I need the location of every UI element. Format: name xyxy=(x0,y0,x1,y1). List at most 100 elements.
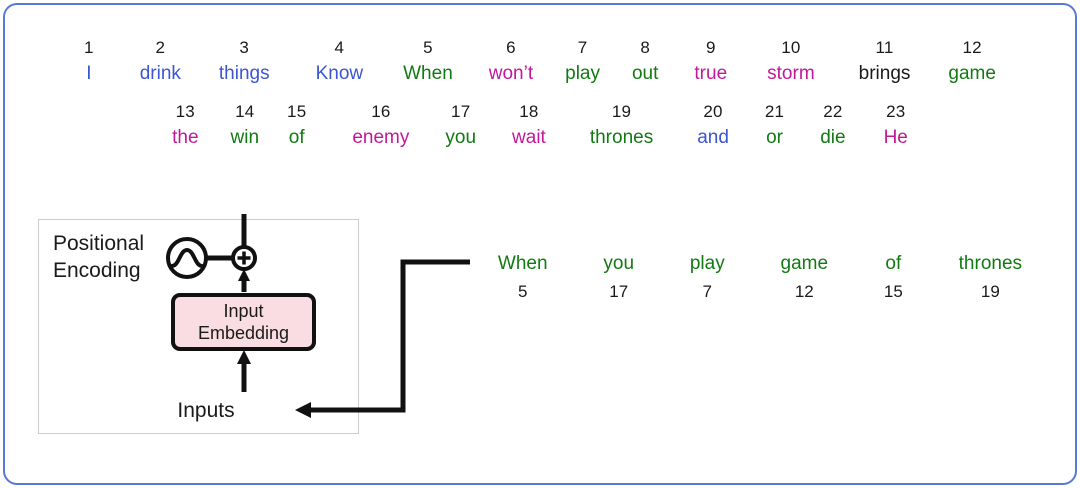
vocab-token-index: 23 xyxy=(886,102,906,121)
vocab-token-word: Know xyxy=(315,63,364,84)
vocab-token-index: 9 xyxy=(705,38,716,57)
sine-wave-circle-icon xyxy=(166,237,208,279)
vocab-token[interactable]: 20 and xyxy=(697,100,729,152)
vocab-token[interactable]: 13 the xyxy=(172,100,198,152)
vocab-token-word: enemy xyxy=(352,127,410,148)
sequence-token-index: 5 xyxy=(517,282,528,301)
vocab-token-index: 1 xyxy=(84,38,94,57)
sequence-token-word: of xyxy=(885,253,902,274)
vocab-token-word: storm xyxy=(767,63,815,84)
sequence-token[interactable]: game 12 xyxy=(781,250,829,306)
vocab-token-index: 14 xyxy=(235,102,255,121)
vocab-token[interactable]: 22 die xyxy=(820,100,845,152)
vocab-token-word: game xyxy=(948,63,996,84)
sequence-token-index: 15 xyxy=(883,282,903,301)
vocab-token-word: and xyxy=(697,127,729,148)
vocab-token[interactable]: 11 brings xyxy=(859,36,911,88)
sequence-token[interactable]: you 17 xyxy=(603,250,634,306)
diagram-graphics xyxy=(166,214,257,392)
vocab-token-index: 11 xyxy=(875,38,894,57)
vocab-token-word: wait xyxy=(512,127,546,148)
input-embedding-box: Input Embedding xyxy=(171,293,316,351)
vocab-token-word: thrones xyxy=(589,127,654,148)
selected-sequence: When 5 you 17 play 7 game 12 of 15 thrones 19 xyxy=(470,250,1050,306)
vocab-token-index: 4 xyxy=(334,38,345,57)
circle-plus-icon xyxy=(231,245,257,271)
vocab-token[interactable]: 7 play xyxy=(565,36,600,88)
sequence-token-word: play xyxy=(689,253,725,274)
sequence-token[interactable]: thrones 19 xyxy=(959,250,1022,306)
vocab-token[interactable]: 6 won’t xyxy=(489,36,533,88)
vocab-token-word: the xyxy=(172,127,199,148)
vocab-token-index: 21 xyxy=(764,102,785,121)
sequence-token-index: 12 xyxy=(794,282,814,301)
vocab-token[interactable]: 21 or xyxy=(765,100,784,152)
inputs-to-embedding-arrow xyxy=(237,350,251,392)
vocab-token-index: 7 xyxy=(577,38,588,57)
sequence-token-word: you xyxy=(603,253,635,274)
inputs-label: Inputs xyxy=(177,399,235,422)
vocab-token-index: 16 xyxy=(371,102,391,121)
vocab-token[interactable]: 3 things xyxy=(219,36,270,88)
vocab-token-word: When xyxy=(403,63,453,84)
vocab-token-word: die xyxy=(820,127,846,148)
vocab-token-index: 22 xyxy=(823,102,843,121)
vocab-token[interactable]: 14 win xyxy=(231,100,260,152)
sequence-token-word: thrones xyxy=(958,253,1023,274)
vocab-token-index: 8 xyxy=(640,38,651,57)
sequence-to-inputs-connector xyxy=(295,259,470,418)
vocab-token-word: true xyxy=(694,63,728,84)
vocab-token-index: 20 xyxy=(703,102,723,121)
positional-encoding-label: Positional Encoding xyxy=(53,232,145,282)
sequence-token[interactable]: of 15 xyxy=(884,250,903,306)
transformer-input-panel: Positional Encoding Input Embedding Inpu… xyxy=(38,214,359,434)
vocab-token-index: 13 xyxy=(175,102,195,121)
sequence-token[interactable]: When 5 xyxy=(498,250,548,306)
vocab-token-index: 6 xyxy=(506,38,516,57)
vocab-token-word: play xyxy=(565,63,600,84)
vocab-token-index: 15 xyxy=(287,102,307,121)
vocab-token[interactable]: 15 of xyxy=(287,100,306,152)
sequence-token-word: game xyxy=(780,253,829,274)
sequence-token-index: 7 xyxy=(702,282,712,301)
vocab-token-word: brings xyxy=(858,63,911,84)
vocab-token-index: 3 xyxy=(239,38,250,57)
vocab-token-index: 18 xyxy=(519,102,539,121)
vocab-token-word: things xyxy=(218,63,270,84)
vocab-token-index: 2 xyxy=(155,38,166,57)
vocab-token-word: I xyxy=(86,63,92,84)
vocab-token-word: He xyxy=(883,127,908,148)
sequence-token[interactable]: play 7 xyxy=(690,250,725,306)
vocab-token[interactable]: 10 storm xyxy=(767,36,815,88)
vocab-token-word: out xyxy=(631,63,659,84)
vocab-token-index: 10 xyxy=(781,38,801,57)
sequence-token-word: When xyxy=(497,253,548,274)
sequence-token-index: 19 xyxy=(980,282,1000,301)
vocab-token-word: won’t xyxy=(488,63,534,84)
input-embedding-label: Input Embedding xyxy=(197,301,290,343)
sequence-token-index: 17 xyxy=(609,282,629,301)
vocab-token[interactable]: 12 game xyxy=(948,36,996,88)
vocab-token[interactable]: 8 out xyxy=(632,36,658,88)
arrow-left-icon xyxy=(295,402,311,418)
vocab-token[interactable]: 19 thrones xyxy=(590,100,653,152)
vocab-token[interactable]: 9 true xyxy=(694,36,727,88)
vocab-token-word: of xyxy=(288,127,305,148)
embedding-to-add-arrow xyxy=(238,269,250,292)
vocab-token[interactable]: 18 wait xyxy=(512,100,546,152)
vocab-token-word: win xyxy=(230,127,260,148)
vocab-token-word: or xyxy=(766,127,784,148)
vocab-token-index: 19 xyxy=(611,102,632,121)
vocab-token[interactable]: 16 enemy xyxy=(352,100,409,152)
vocab-token-index: 12 xyxy=(962,38,982,57)
vocab-token-index: 17 xyxy=(451,102,471,121)
